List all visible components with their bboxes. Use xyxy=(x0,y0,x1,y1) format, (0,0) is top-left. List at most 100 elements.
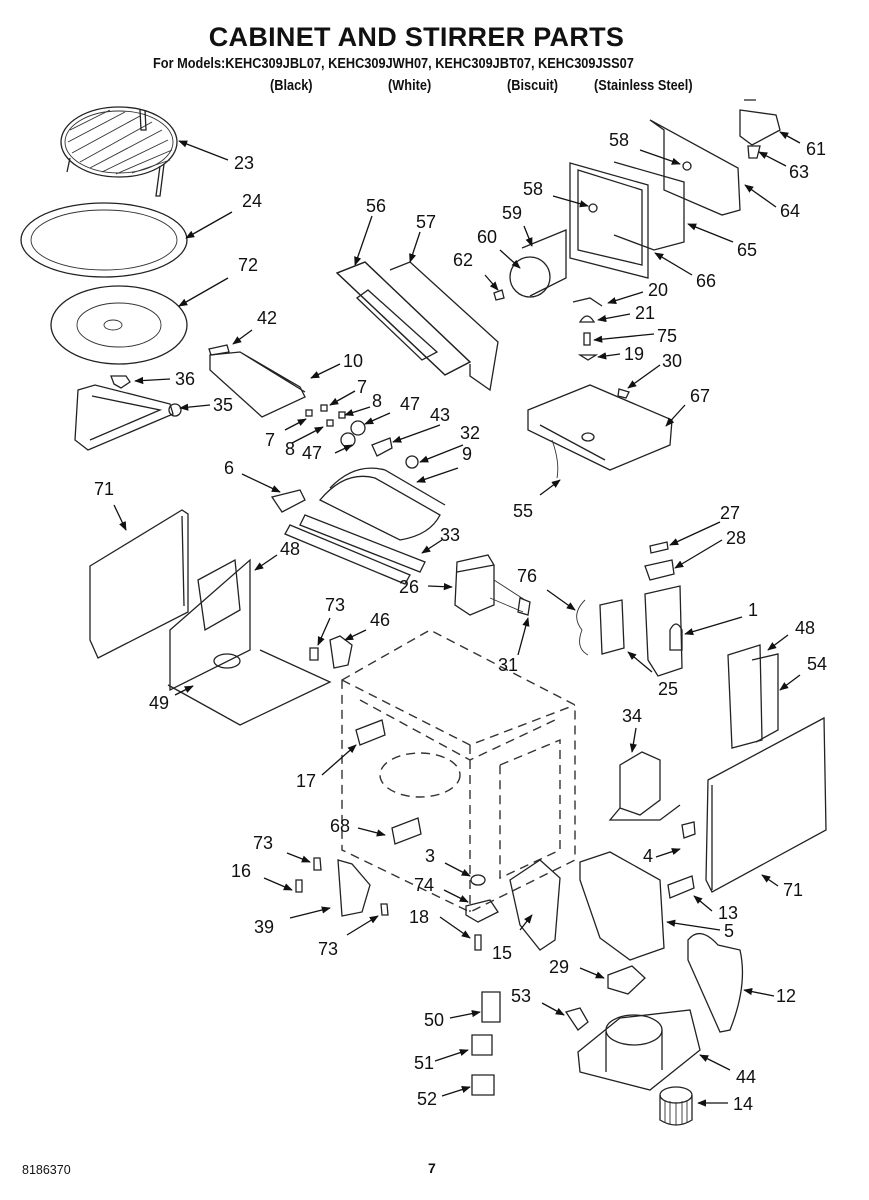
callout-71-left: 71 xyxy=(94,479,115,499)
part-6 xyxy=(270,489,306,513)
part-stirrer-cover xyxy=(318,475,441,541)
part-30 xyxy=(617,388,630,399)
part-side-panel-right xyxy=(705,716,827,893)
callout-25: 25 xyxy=(658,679,679,699)
callout-54: 54 xyxy=(807,654,828,674)
part-42 xyxy=(208,344,230,356)
callout-14: 14 xyxy=(733,1094,754,1114)
callout-24: 24 xyxy=(242,191,263,211)
callout-47-lower: 47 xyxy=(302,443,323,463)
part-53 xyxy=(564,1007,589,1031)
variant-black: (Black) xyxy=(270,78,313,94)
part-4-screw xyxy=(681,821,696,839)
callout-48-right: 48 xyxy=(795,618,816,638)
page-title: CABINET AND STIRRER PARTS xyxy=(208,22,625,52)
callout-1: 1 xyxy=(748,600,759,620)
part-76-diode xyxy=(576,599,589,656)
part-63 xyxy=(747,145,761,159)
oven-cavity-outline xyxy=(341,629,576,913)
callout-26: 26 xyxy=(399,577,420,597)
callout-73-lower: 73 xyxy=(318,939,339,959)
part-27-fuse xyxy=(649,541,669,554)
callout-10: 10 xyxy=(343,351,364,371)
callout-12: 12 xyxy=(776,986,797,1006)
callout-36: 36 xyxy=(175,369,196,389)
part-61-fan-motor xyxy=(739,99,781,146)
part-62 xyxy=(493,289,505,301)
part-75 xyxy=(583,332,591,346)
part-50-switch xyxy=(481,991,501,1023)
models-line: For Models:KEHC309JBL07, KEHC309JWH07, K… xyxy=(153,56,634,72)
part-49-base xyxy=(167,649,332,726)
callout-31: 31 xyxy=(498,655,519,675)
callout-50: 50 xyxy=(424,1010,445,1030)
part-34-hv-transformer xyxy=(608,751,681,821)
callout-44: 44 xyxy=(736,1067,757,1087)
document-number: 8186370 xyxy=(22,1163,71,1177)
part-1-bracket xyxy=(644,585,683,677)
part-44-fan-motor xyxy=(577,1009,701,1091)
callout-59: 59 xyxy=(502,203,523,223)
callout-23: 23 xyxy=(234,153,255,173)
part-46 xyxy=(329,635,353,669)
callout-68: 68 xyxy=(330,816,351,836)
part-16 xyxy=(295,879,303,893)
part-48-insulation-right xyxy=(727,644,763,749)
part-68-plate xyxy=(391,817,422,845)
part-grill-rack xyxy=(60,106,178,197)
callout-29: 29 xyxy=(549,957,570,977)
callout-61: 61 xyxy=(806,139,827,159)
part-73-left xyxy=(309,647,319,661)
callout-58-rear: 58 xyxy=(609,130,630,150)
leader-lines xyxy=(113,131,801,1107)
part-54 xyxy=(751,653,779,743)
callout-76: 76 xyxy=(517,566,538,586)
callout-55: 55 xyxy=(513,501,534,521)
callout-8-lower: 8 xyxy=(285,439,296,459)
callout-8-upper: 8 xyxy=(372,391,383,411)
callout-53: 53 xyxy=(511,986,532,1006)
callout-34: 34 xyxy=(622,706,643,726)
callout-47-upper: 47 xyxy=(400,394,421,414)
callout-74: 74 xyxy=(414,875,435,895)
part-65-insulation xyxy=(613,161,685,251)
part-36 xyxy=(110,375,131,389)
callout-7-lower: 7 xyxy=(265,430,276,450)
callout-63: 63 xyxy=(789,162,810,182)
callout-71-right: 71 xyxy=(783,880,804,900)
page-number: 7 xyxy=(428,1160,436,1176)
callout-30: 30 xyxy=(662,351,683,371)
callout-5: 5 xyxy=(724,921,735,941)
callout-28: 28 xyxy=(726,528,747,548)
callout-4: 4 xyxy=(643,846,654,866)
callout-51: 51 xyxy=(414,1053,435,1073)
callout-67: 67 xyxy=(690,386,711,406)
callout-65: 65 xyxy=(737,240,758,260)
callout-9: 9 xyxy=(462,444,473,464)
callout-73-mid: 73 xyxy=(253,833,274,853)
callout-46: 46 xyxy=(370,610,391,630)
part-73-upper xyxy=(313,857,322,871)
callout-58-front: 58 xyxy=(523,179,544,199)
part-5-air-duct xyxy=(579,851,665,961)
callout-60: 60 xyxy=(477,227,498,247)
part-18-screw xyxy=(474,934,482,951)
part-74-motor xyxy=(465,899,499,923)
part-heater-rods xyxy=(284,514,426,585)
part-52 xyxy=(471,1074,495,1096)
callout-42: 42 xyxy=(257,308,278,328)
callout-73-upper-left: 73 xyxy=(325,595,346,615)
callout-48-left: 48 xyxy=(280,539,301,559)
callout-57: 57 xyxy=(416,212,437,232)
part-19 xyxy=(577,354,599,361)
part-66-box xyxy=(569,162,649,279)
part-25-capacitor xyxy=(599,599,625,655)
callout-16: 16 xyxy=(231,861,252,881)
callout-64: 64 xyxy=(780,201,801,221)
part-48-insulation xyxy=(169,558,251,692)
callout-43: 43 xyxy=(430,405,451,425)
part-29 xyxy=(607,965,646,995)
callout-52: 52 xyxy=(417,1089,438,1109)
part-73-lower xyxy=(380,903,389,916)
